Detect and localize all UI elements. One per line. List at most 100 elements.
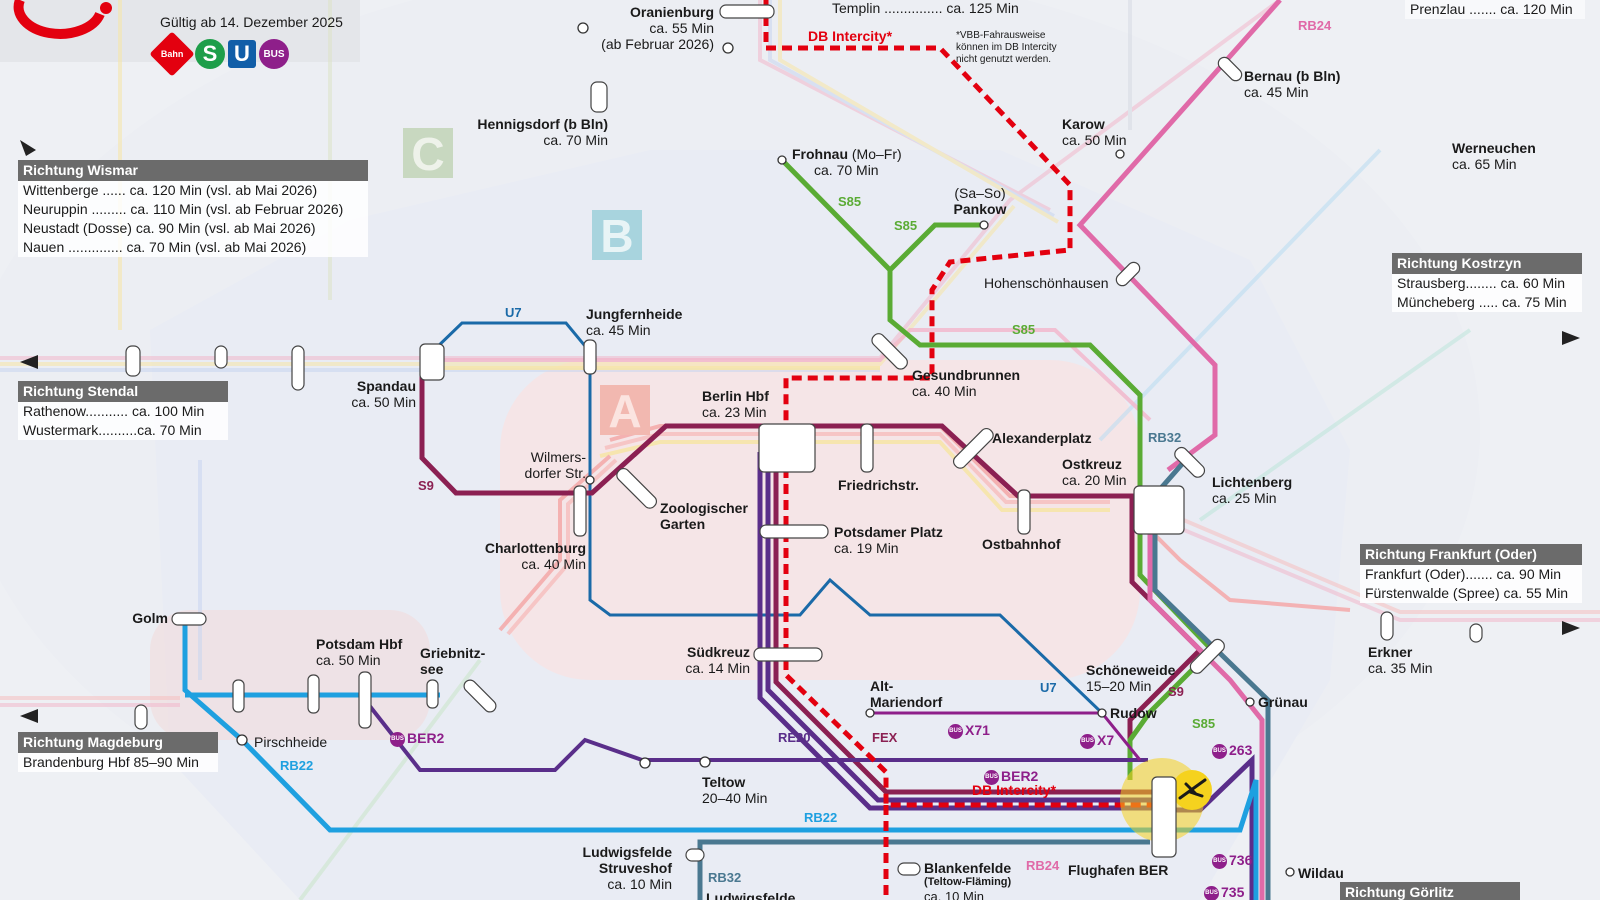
jungfernheide-time: ca. 45 Min: [586, 322, 651, 338]
frankfurt-stop-1: [1380, 611, 1394, 641]
direction-wismar-row: Neustadt (Dosse) ca. 90 Min (vsl. ab Mai…: [23, 220, 316, 236]
re-teltow-line: [363, 698, 1148, 772]
wilmersdorfer-label: Wilmers- dorfer Str.: [510, 449, 586, 481]
frohnau-label: Frohnau (Mo–Fr) ca. 70 Min: [792, 146, 902, 178]
pankow-label: (Sa–So) Pankow: [940, 185, 1020, 217]
zoo-name-1: Zoologischer: [660, 500, 748, 516]
s9-label-west: S9: [418, 478, 434, 493]
griebnitzsee-name-2: see: [420, 661, 444, 677]
u-bahn-logo-text: U: [234, 41, 250, 66]
rb32-label-east: RB32: [1148, 430, 1182, 445]
gruenau-name: Grünau: [1258, 694, 1308, 710]
bernau-name: Bernau (b Bln): [1244, 68, 1341, 84]
karow-time: ca. 50 Min: [1062, 132, 1127, 148]
s-bahn-logo-text: S: [202, 41, 218, 66]
schoeneweide-name: Schöneweide: [1086, 662, 1176, 678]
small-stops: [236, 22, 1295, 877]
airport-marker: [1151, 776, 1177, 858]
direction-stendal-box: Richtung Stendal Rathenow........... ca.…: [18, 381, 228, 440]
direction-stendal-row: Wustermark..........ca. 70 Min: [23, 422, 202, 438]
friedrichstr-marker: [860, 423, 874, 473]
station-markers: [125, 4, 1483, 876]
direction-frankfurt-box: Richtung Frankfurt (Oder) Frankfurt (Ode…: [1360, 544, 1582, 603]
bus-icon: BUS: [1080, 733, 1095, 749]
frankfurt-stop-2: [1469, 623, 1483, 643]
gruenau-label: Grünau: [1258, 694, 1308, 710]
fex-label: FEX: [872, 730, 898, 745]
berlin-hbf-label: Berlin Hbf ca. 23 Min: [702, 388, 769, 420]
hennigsdorf-time: ca. 70 Min: [543, 132, 608, 148]
direction-goerlitz-box: Richtung Görlitz: [1340, 882, 1520, 900]
rb24-label-south: RB24: [1026, 858, 1060, 873]
hennigsdorf-name: Hennigsdorf (b Bln): [477, 116, 608, 132]
teltow-name: Teltow: [702, 774, 746, 790]
alexanderplatz-label: Alexanderplatz: [992, 430, 1092, 446]
valid-from-text: Gültig ab 14. Dezember 2025: [160, 14, 343, 30]
rb32-line: [1152, 453, 1271, 900]
arrow-west-stendal: [20, 355, 38, 369]
alexanderplatz-name: Alexanderplatz: [992, 430, 1092, 446]
re-line-3: [757, 452, 1160, 811]
charlottenburg-name: Charlottenburg: [484, 540, 586, 556]
s85-pankow-branch: [888, 222, 984, 272]
suedkreuz-time: ca. 14 Min: [685, 660, 750, 676]
magdeburg-stop: [134, 704, 148, 730]
direction-magdeburg-row: Brandenburg Hbf 85–90 Min: [23, 754, 199, 770]
direction-magdeburg-title: Richtung Magdeburg: [18, 732, 218, 753]
rb32-west: [697, 839, 1150, 900]
prenzlau-box: Prenzlau ....... ca. 120 Min: [1405, 0, 1585, 19]
zone-b-label: B: [592, 210, 642, 262]
karow-name: Karow: [1062, 116, 1105, 132]
direction-wismar-row: Wittenberge ...... ca. 120 Min (vsl. ab …: [23, 182, 318, 198]
ludwigsfelde-struveshof-time: ca. 10 Min: [607, 876, 672, 892]
potsdamer-platz-label: Potsdamer Platz ca. 19 Min: [834, 524, 943, 556]
wilmersdorfer-name-1: Wilmers-: [530, 449, 586, 465]
airplane-icon: [1178, 778, 1207, 800]
zoo-label: Zoologischer Garten: [660, 500, 748, 532]
spandau-west-3: [291, 345, 305, 391]
gesundbrunnen-marker: [871, 333, 908, 370]
db-intercity-south: [783, 452, 1160, 900]
jungfernheide-name: Jungfernheide: [586, 306, 683, 322]
oranienburg-marker: [719, 4, 775, 19]
bernau-label: Bernau (b Bln) ca. 45 Min: [1244, 68, 1340, 100]
pirschheide-name: Pirschheide: [254, 734, 328, 750]
potsdam-stop-2: [307, 674, 320, 714]
potsdamer-platz-time: ca. 19 Min: [834, 540, 899, 556]
wildau-name: Wildau: [1298, 865, 1344, 881]
erkner-time: ca. 35 Min: [1368, 660, 1433, 676]
ostbahnhof-label: Ostbahnhof: [982, 536, 1061, 552]
frohnau-time: ca. 70 Min: [814, 162, 879, 178]
rb32-label-south: RB32: [708, 870, 742, 885]
s85-line: [780, 158, 1216, 780]
schoeneweide-marker: [1189, 638, 1225, 674]
direction-stendal-title: Richtung Stendal: [18, 381, 228, 402]
db-intercity-north: [763, 0, 1073, 452]
s9-label-east: S9: [1168, 684, 1184, 699]
potsdam-hbf-label: Potsdam Hbf ca. 50 Min: [316, 636, 402, 668]
bus-ber2-label: BER2: [407, 730, 445, 746]
direction-wismar-title: Richtung Wismar: [18, 160, 368, 181]
direction-wismar-row: Neuruppin ......... ca. 110 Min (vsl. ab…: [23, 201, 344, 217]
suedkreuz-name: Südkreuz: [686, 644, 750, 660]
golm-marker: [171, 612, 207, 626]
spandau-west-1: [125, 345, 141, 377]
bernau-time: ca. 45 Min: [1244, 84, 1309, 100]
friedrichstr-name: Friedrichstr.: [838, 477, 919, 493]
schoeneweide-time: 15–20 Min: [1086, 678, 1152, 694]
hohenschoenhausen-marker: [1115, 261, 1141, 287]
blankenfelde-marker: [897, 862, 921, 876]
teltow-label: Teltow 20–40 Min: [702, 774, 767, 806]
golm-name: Golm: [132, 610, 168, 626]
hohenschoenhausen-label: Hohenschönhausen: [984, 275, 1109, 291]
friedrichstr-label: Friedrichstr.: [838, 477, 919, 493]
direction-frankfurt-row: Fürstenwalde (Spree) ca. 55 Min: [1365, 585, 1569, 601]
u7-label-north: U7: [505, 305, 522, 320]
bus-icon: BUS: [1204, 885, 1219, 900]
griebnitz-bridge: [463, 679, 497, 713]
